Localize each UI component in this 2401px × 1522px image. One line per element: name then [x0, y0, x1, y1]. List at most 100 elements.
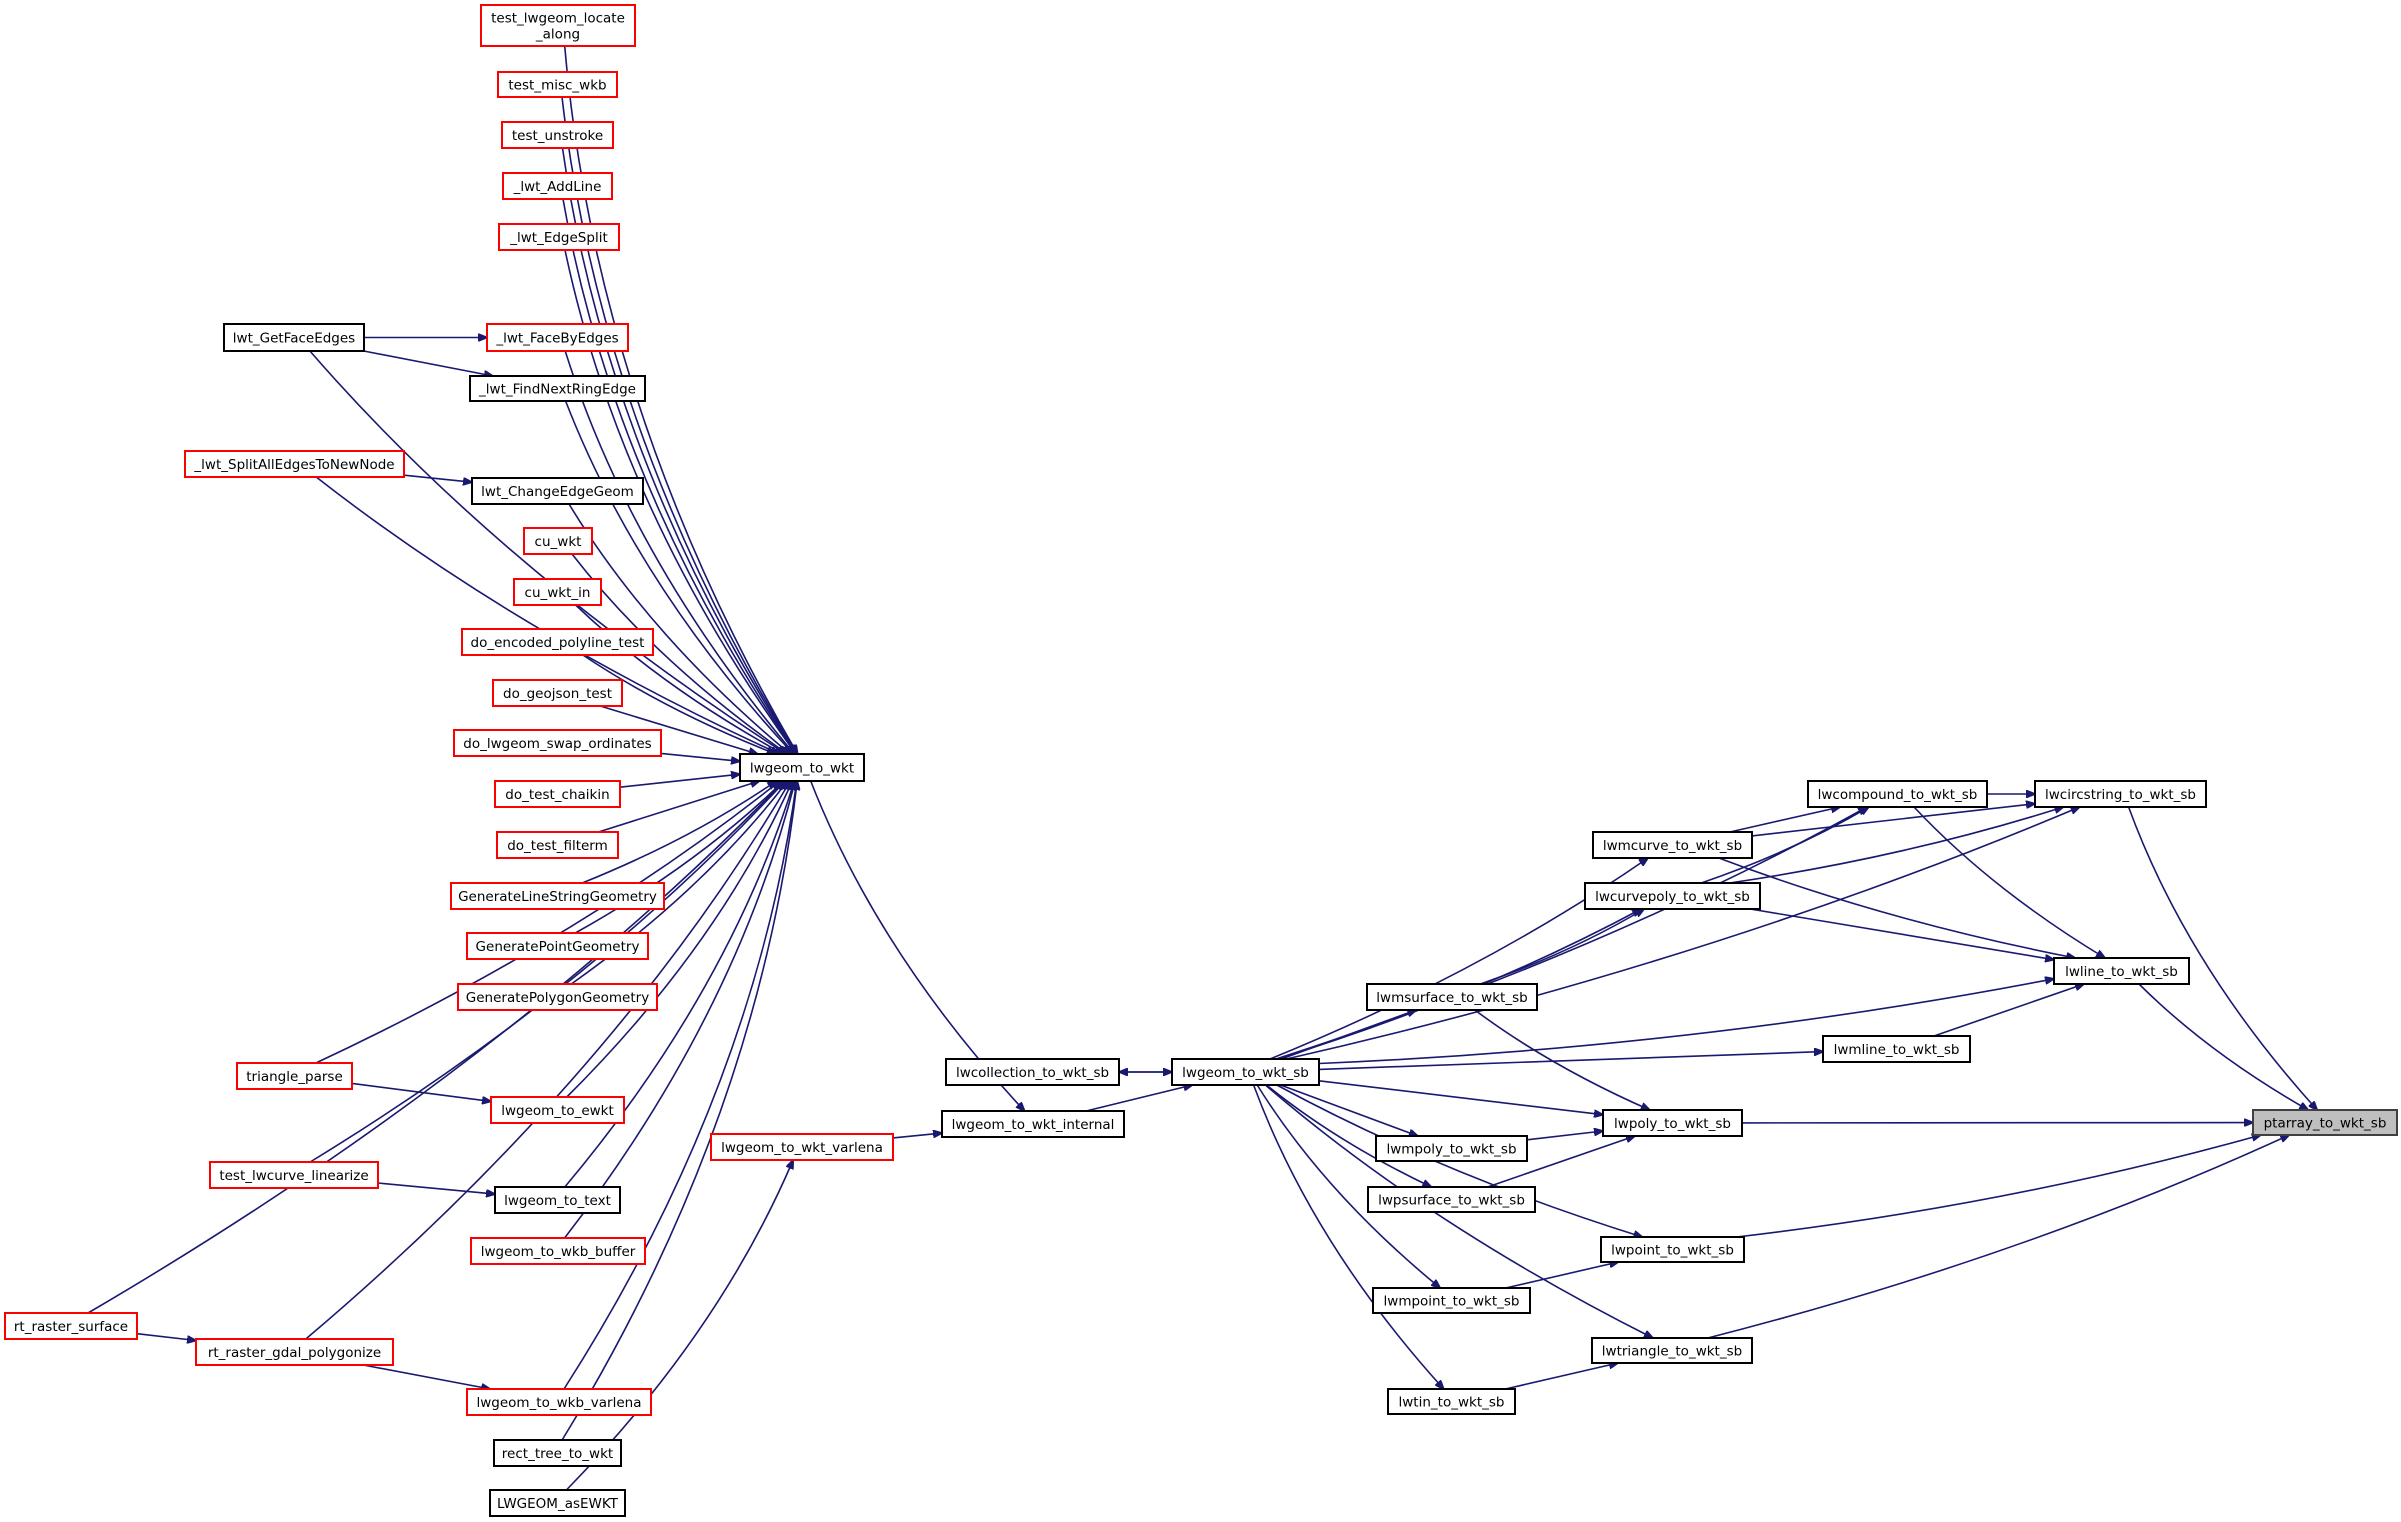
- node-box[interactable]: [2252, 1109, 2398, 1136]
- node-lwpoly_to_wkt_sb[interactable]: lwpoly_to_wkt_sb: [1602, 1109, 1743, 1137]
- node-box[interactable]: [1171, 1058, 1320, 1086]
- node-rt_raster_gdal_polygonize[interactable]: rt_raster_gdal_polygonize: [195, 1338, 394, 1366]
- node-box[interactable]: [486, 323, 629, 352]
- node-lwcompound_to_wkt_sb[interactable]: lwcompound_to_wkt_sb: [1807, 780, 1988, 808]
- node-box[interactable]: [1602, 1109, 1743, 1137]
- node-box[interactable]: [1367, 1186, 1536, 1213]
- node-do_geojson_test[interactable]: do_geojson_test: [492, 679, 623, 707]
- node-box[interactable]: [457, 983, 658, 1011]
- node-lwcurvepoly_to_wkt_sb[interactable]: lwcurvepoly_to_wkt_sb: [1584, 882, 1761, 910]
- node-lwgeom_to_wkt_internal[interactable]: lwgeom_to_wkt_internal: [941, 1110, 1125, 1138]
- node-_lwt_AddLine[interactable]: _lwt_AddLine: [502, 172, 613, 200]
- node-box[interactable]: [945, 1058, 1120, 1086]
- node-lwcollection_to_wkt_sb[interactable]: lwcollection_to_wkt_sb: [945, 1058, 1120, 1086]
- node-ptarray_to_wkt_sb[interactable]: ptarray_to_wkt_sb: [2252, 1109, 2398, 1136]
- node-lwgeom_to_wkb_buffer[interactable]: lwgeom_to_wkb_buffer: [470, 1237, 646, 1265]
- node-box[interactable]: [471, 477, 644, 505]
- node-box[interactable]: [1600, 1236, 1745, 1263]
- node-test_lwcurve_linearize[interactable]: test_lwcurve_linearize: [209, 1161, 379, 1189]
- node-lwgeom_to_wkt_sb[interactable]: lwgeom_to_wkt_sb: [1171, 1058, 1320, 1086]
- node-cu_wkt_in[interactable]: cu_wkt_in: [513, 578, 602, 606]
- node-box[interactable]: [453, 729, 662, 757]
- node-triangle_parse[interactable]: triangle_parse: [236, 1062, 353, 1090]
- node-do_test_filterm[interactable]: do_test_filterm: [496, 831, 619, 859]
- node-box[interactable]: [461, 628, 654, 656]
- node-box[interactable]: [466, 1388, 652, 1416]
- node-_lwt_EdgeSplit[interactable]: _lwt_EdgeSplit: [498, 223, 620, 251]
- node-lwmline_to_wkt_sb[interactable]: lwmline_to_wkt_sb: [1822, 1035, 1971, 1063]
- node-box[interactable]: [523, 527, 593, 555]
- node-_lwt_FindNextRingEdge[interactable]: _lwt_FindNextRingEdge: [469, 375, 646, 402]
- node-lwpsurface_to_wkt_sb[interactable]: lwpsurface_to_wkt_sb: [1367, 1186, 1536, 1213]
- node-box[interactable]: [513, 578, 602, 606]
- node-box[interactable]: [498, 223, 620, 251]
- node-lwmpoly_to_wkt_sb[interactable]: lwmpoly_to_wkt_sb: [1375, 1135, 1528, 1162]
- node-rect_tree_to_wkt[interactable]: rect_tree_to_wkt: [493, 1439, 622, 1467]
- node-test_lwgeom_locate_along[interactable]: test_lwgeom_locate_along: [480, 4, 636, 47]
- node-lwgeom_to_wkt_varlena[interactable]: lwgeom_to_wkt_varlena: [710, 1133, 894, 1161]
- node-box[interactable]: [490, 1096, 625, 1124]
- node-box[interactable]: [223, 323, 365, 352]
- node-lwtriangle_to_wkt_sb[interactable]: lwtriangle_to_wkt_sb: [1591, 1337, 1753, 1364]
- node-box[interactable]: [941, 1110, 1125, 1138]
- node-lwt_GetFaceEdges[interactable]: lwt_GetFaceEdges: [223, 323, 365, 352]
- node-test_unstroke[interactable]: test_unstroke: [501, 121, 614, 149]
- node-lwgeom_to_wkb_varlena[interactable]: lwgeom_to_wkb_varlena: [466, 1388, 652, 1416]
- node-box[interactable]: [1375, 1135, 1528, 1162]
- node-test_misc_wkb[interactable]: test_misc_wkb: [497, 71, 618, 98]
- node-box[interactable]: [466, 932, 649, 960]
- node-box[interactable]: [493, 1439, 622, 1467]
- node-GenerateLineStringGeometry[interactable]: GenerateLineStringGeometry: [450, 882, 665, 910]
- node-lwcircstring_to_wkt_sb[interactable]: lwcircstring_to_wkt_sb: [2034, 780, 2207, 808]
- node-box[interactable]: [1387, 1388, 1516, 1415]
- node-_lwt_FaceByEdges[interactable]: _lwt_FaceByEdges: [486, 323, 629, 352]
- node-lwmpoint_to_wkt_sb[interactable]: lwmpoint_to_wkt_sb: [1372, 1287, 1531, 1314]
- node-box[interactable]: [470, 1237, 646, 1265]
- node-box[interactable]: [489, 1489, 626, 1517]
- node-box[interactable]: [209, 1161, 379, 1189]
- node-lwgeom_to_ewkt[interactable]: lwgeom_to_ewkt: [490, 1096, 625, 1124]
- node-box[interactable]: [1366, 983, 1538, 1011]
- node-box[interactable]: [502, 172, 613, 200]
- node-cu_wkt[interactable]: cu_wkt: [523, 527, 593, 555]
- node-box[interactable]: [480, 4, 636, 47]
- node-do_test_chaikin[interactable]: do_test_chaikin: [494, 780, 621, 808]
- node-box[interactable]: [1822, 1035, 1971, 1063]
- node-box[interactable]: [2053, 957, 2190, 985]
- node-box[interactable]: [195, 1338, 394, 1366]
- node-box[interactable]: [1584, 882, 1761, 910]
- node-box[interactable]: [496, 831, 619, 859]
- node-lwgeom_to_text[interactable]: lwgeom_to_text: [494, 1186, 621, 1214]
- node-_lwt_SplitAllEdgesToNewNode[interactable]: _lwt_SplitAllEdgesToNewNode: [184, 450, 405, 478]
- node-lwmsurface_to_wkt_sb[interactable]: lwmsurface_to_wkt_sb: [1366, 983, 1538, 1011]
- node-box[interactable]: [184, 450, 405, 478]
- node-box[interactable]: [236, 1062, 353, 1090]
- node-do_encoded_polyline_test[interactable]: do_encoded_polyline_test: [461, 628, 654, 656]
- node-GeneratePointGeometry[interactable]: GeneratePointGeometry: [466, 932, 649, 960]
- node-lwmcurve_to_wkt_sb[interactable]: lwmcurve_to_wkt_sb: [1592, 831, 1753, 859]
- node-lwpoint_to_wkt_sb[interactable]: lwpoint_to_wkt_sb: [1600, 1236, 1745, 1263]
- node-box[interactable]: [492, 679, 623, 707]
- node-box[interactable]: [710, 1133, 894, 1161]
- node-box[interactable]: [739, 753, 865, 782]
- node-box[interactable]: [4, 1312, 138, 1340]
- node-box[interactable]: [1807, 780, 1988, 808]
- node-do_lwgeom_swap_ordinates[interactable]: do_lwgeom_swap_ordinates: [453, 729, 662, 757]
- node-LWGEOM_asEWKT[interactable]: LWGEOM_asEWKT: [489, 1489, 626, 1517]
- node-box[interactable]: [1372, 1287, 1531, 1314]
- node-lwtin_to_wkt_sb[interactable]: lwtin_to_wkt_sb: [1387, 1388, 1516, 1415]
- node-box[interactable]: [501, 121, 614, 149]
- node-box[interactable]: [2034, 780, 2207, 808]
- node-GeneratePolygonGeometry[interactable]: GeneratePolygonGeometry: [457, 983, 658, 1011]
- node-box[interactable]: [494, 780, 621, 808]
- node-box[interactable]: [450, 882, 665, 910]
- node-lwline_to_wkt_sb[interactable]: lwline_to_wkt_sb: [2053, 957, 2190, 985]
- node-lwgeom_to_wkt[interactable]: lwgeom_to_wkt: [739, 753, 865, 782]
- node-box[interactable]: [469, 375, 646, 402]
- node-lwt_ChangeEdgeGeom[interactable]: lwt_ChangeEdgeGeom: [471, 477, 644, 505]
- node-box[interactable]: [1591, 1337, 1753, 1364]
- node-box[interactable]: [1592, 831, 1753, 859]
- node-rt_raster_surface[interactable]: rt_raster_surface: [4, 1312, 138, 1340]
- node-box[interactable]: [497, 71, 618, 98]
- node-box[interactable]: [494, 1186, 621, 1214]
